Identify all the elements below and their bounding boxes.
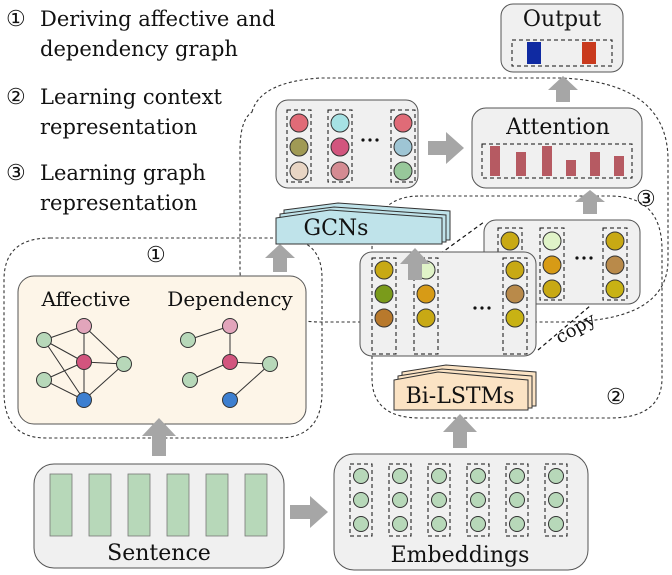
graph-node bbox=[222, 318, 238, 334]
region-3-label: ③ bbox=[636, 187, 656, 212]
graph-node bbox=[182, 372, 198, 388]
arrow-gcn-to-attention bbox=[428, 132, 464, 164]
graph-node bbox=[36, 372, 52, 388]
graph-node bbox=[76, 318, 92, 334]
legend-step3-line2: representation bbox=[40, 191, 197, 215]
legend-step3-number: ③ bbox=[6, 161, 26, 186]
token-block bbox=[49, 473, 73, 537]
embedding-columns bbox=[349, 463, 568, 537]
token-block bbox=[205, 473, 229, 537]
dependency-graph bbox=[180, 318, 278, 408]
token-block bbox=[166, 473, 190, 537]
legend-step1-number: ① bbox=[6, 7, 26, 32]
attention-title: Attention bbox=[505, 115, 610, 140]
gcn-output-box bbox=[275, 99, 419, 189]
graph-node bbox=[180, 332, 196, 348]
attention-bar bbox=[566, 160, 576, 176]
ellipsis-dot bbox=[368, 138, 372, 142]
output-vector-frame bbox=[511, 39, 613, 67]
graph-panel: Affective Dependency bbox=[17, 275, 307, 425]
ellipsis-dot bbox=[375, 138, 379, 142]
embeddings-label: Embeddings bbox=[391, 543, 530, 568]
legend-step2-number: ② bbox=[6, 85, 26, 110]
output-box: Output bbox=[500, 3, 624, 73]
attention-bar bbox=[490, 146, 500, 176]
graph-node bbox=[116, 356, 132, 372]
token-block bbox=[127, 473, 151, 537]
region-1-label: ① bbox=[146, 243, 166, 268]
arrow-graphs-to-gcns bbox=[265, 244, 295, 272]
legend-step1-line2: dependency graph bbox=[40, 37, 238, 61]
arrow-sentence-to-graphs bbox=[142, 418, 176, 456]
output-value-blue bbox=[527, 42, 541, 64]
attention-box: Attention bbox=[471, 107, 643, 189]
legend-step2-line1: Learning context bbox=[40, 85, 222, 109]
flow-arrows bbox=[142, 76, 605, 528]
gcns-block: GCNs bbox=[275, 202, 451, 245]
graph-node bbox=[36, 332, 52, 348]
attention-bar bbox=[614, 156, 624, 176]
gcns-label: GCNs bbox=[304, 216, 369, 241]
copy-connector-top bbox=[439, 221, 485, 255]
ellipsis-dot bbox=[361, 138, 365, 142]
graph-node bbox=[222, 354, 238, 370]
region-1-outline bbox=[3, 237, 323, 439]
arrow-embeddings-to-bilstms bbox=[443, 414, 477, 448]
bilstm-output-box bbox=[359, 251, 537, 357]
copy-connector-bottom bbox=[537, 305, 591, 351]
legend-step2-line2: representation bbox=[40, 115, 197, 139]
attention-bar bbox=[542, 146, 552, 176]
attention-weights-frame bbox=[481, 143, 633, 179]
legend-step3-line1: Learning graph bbox=[40, 161, 206, 185]
sentence-label: Sentence bbox=[107, 541, 211, 566]
copy-label: copy bbox=[552, 308, 600, 348]
graph-node bbox=[76, 392, 92, 408]
dependency-graph-title: Dependency bbox=[167, 287, 293, 311]
arrow-bilstm-to-gcns bbox=[400, 248, 430, 280]
bilstms-label: Bi-LSTMs bbox=[406, 384, 515, 409]
bilstms-block: Bi-LSTMs bbox=[393, 364, 537, 411]
attention-weights bbox=[490, 146, 624, 176]
embeddings-box: Embeddings bbox=[333, 453, 589, 571]
attention-bar bbox=[516, 152, 526, 176]
region-2-label: ② bbox=[606, 385, 626, 410]
affective-graph-title: Affective bbox=[41, 287, 131, 311]
legend: ① Deriving affective and dependency grap… bbox=[6, 7, 275, 215]
arrow-sentence-to-embeddings bbox=[290, 496, 328, 528]
arrow-bilstm-to-attention bbox=[575, 190, 605, 214]
output-value-red bbox=[582, 42, 596, 64]
sentence-box: Sentence bbox=[33, 463, 285, 569]
affective-graph bbox=[36, 318, 132, 408]
graph-node bbox=[222, 392, 238, 408]
legend-step1-line1: Deriving affective and bbox=[40, 7, 275, 31]
token-block bbox=[88, 473, 112, 537]
arrow-attention-to-output bbox=[548, 76, 578, 102]
output-title: Output bbox=[523, 7, 601, 32]
token-block bbox=[244, 473, 268, 537]
attention-bar bbox=[590, 152, 600, 176]
graph-node bbox=[76, 354, 92, 370]
graph-node bbox=[262, 356, 278, 372]
